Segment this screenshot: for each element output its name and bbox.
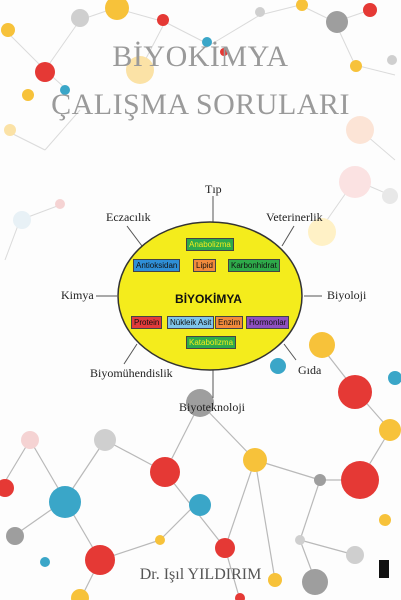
tag-nukleik-asit: Nükleik Asit	[167, 316, 215, 329]
field-label-biyomuhendislik: Biyomühendislik	[90, 366, 173, 380]
tag-anabolizma: Anabolizma	[186, 238, 234, 251]
title-line-1: BİYOKİMYA	[112, 40, 289, 73]
title-line-2: ÇALIŞMA SORULARI	[51, 88, 350, 121]
publisher-logo-icon	[379, 560, 389, 578]
field-label-biyoloji: Biyoloji	[327, 288, 367, 302]
tag-karbonhidrat: Karbonhidrat	[228, 259, 280, 272]
tag-lipid: Lipid	[193, 259, 216, 272]
tag-hormonlar: Hormonlar	[246, 316, 290, 329]
field-label-veterinerlik: Veterinerlik	[266, 210, 323, 224]
field-label-gida: Gıda	[298, 363, 322, 377]
tag-antioksidan: Antioksidan	[133, 259, 181, 272]
field-label-tip: Tıp	[205, 182, 222, 196]
field-label-biyoteknoloji: Biyoteknoloji	[179, 400, 245, 414]
field-label-kimya: Kimya	[61, 288, 94, 302]
tag-enzim: Enzim	[215, 316, 244, 329]
author-name: Dr. Işıl YILDIRIM	[139, 566, 262, 583]
tag-protein: Protein	[131, 316, 163, 329]
tag-katabolizma: Katabolizma	[186, 336, 237, 349]
center-label: BİYOKİMYA	[0, 290, 401, 308]
field-label-eczacilik: Eczacılık	[106, 210, 151, 224]
center-label-text: BİYOKİMYA	[175, 292, 242, 306]
